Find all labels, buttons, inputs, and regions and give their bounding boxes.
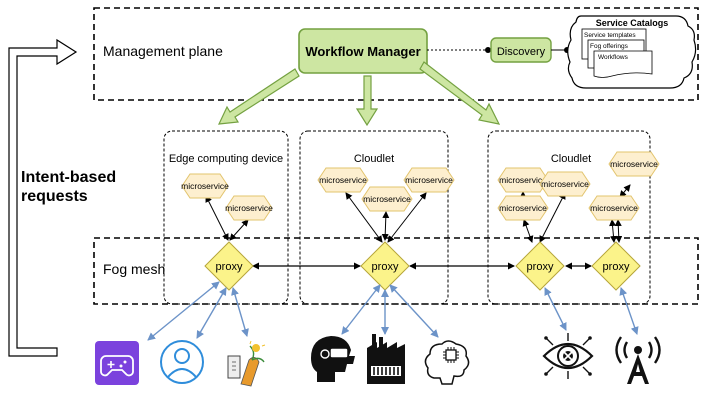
catalog-doc-workflows: [593, 50, 653, 78]
proxy-label: proxy: [603, 261, 630, 273]
smart-farming-icon: [227, 340, 266, 387]
surveillance-eye-icon: [542, 333, 594, 379]
group-cloudlet-1: [299, 130, 449, 305]
radio-tower-icon: [615, 336, 661, 384]
link-ms-proxy: [614, 219, 623, 243]
link-proxy-device: [389, 284, 439, 338]
catalog-doc-templates-label: Service templates: [584, 32, 636, 39]
discovery-connector-dot: [485, 47, 491, 53]
link-ms-proxy: [387, 192, 427, 243]
microservice-label: microservice: [363, 194, 411, 204]
microservice-label: microservice: [499, 203, 547, 213]
microservice-label: microservice: [541, 179, 589, 189]
microservice-node[interactable]: microservice: [403, 167, 455, 193]
microservice-node[interactable]: microservice: [181, 173, 229, 199]
deploy-arrow-cloudlet-2: [419, 61, 501, 125]
vr-headset-person-icon: [311, 336, 355, 382]
microservice-label: microservice: [499, 175, 547, 185]
intent-feedback-arrow: [8, 38, 78, 357]
catalog-doc-workflows-label: Workflows: [598, 54, 629, 61]
link-ms-proxy: [522, 219, 534, 243]
link-proxy-device: [196, 287, 227, 339]
microservice-node[interactable]: microservice: [608, 151, 660, 177]
intent-requests-label-1: Intent-based: [21, 169, 116, 186]
link-ms-proxy: [381, 211, 390, 241]
management-plane-label: Management plane: [103, 43, 223, 59]
deploy-arrow-edge: [218, 68, 300, 125]
link-proxy-device: [341, 284, 381, 335]
link-ms-proxy: [205, 195, 229, 241]
user-avatar-icon: [160, 340, 204, 384]
microservice-label: microservice: [225, 203, 273, 213]
proxy-node[interactable]: proxy: [360, 241, 410, 291]
microservice-node[interactable]: microservice: [225, 195, 273, 221]
microservice-label: microservice: [405, 175, 453, 185]
service-catalog-title: Service Catalogs: [596, 18, 669, 28]
group-edge-device-title: Edge computing device: [169, 153, 283, 165]
workflow-manager-label: Workflow Manager: [305, 44, 420, 59]
proxy-label: proxy: [216, 261, 243, 273]
proxy-node[interactable]: proxy: [591, 241, 641, 291]
link-ms-proxy: [345, 192, 383, 243]
group-cloudlet-2: [487, 130, 651, 305]
link-proxy-device: [231, 287, 249, 337]
link-ms-proxy: [609, 219, 617, 243]
microservice-label: microservice: [181, 181, 229, 191]
link-ms-proxy: [229, 219, 249, 241]
link-proxy-device: [544, 287, 567, 331]
factory-icon: [367, 334, 405, 384]
proxy-node[interactable]: proxy: [204, 241, 254, 291]
catalog-doc-offerings-label: Fog offerings: [590, 43, 629, 50]
link-proxy-device: [619, 287, 639, 335]
workflow-manager-node[interactable]: [298, 28, 428, 74]
deploy-arrow-cloudlet-1: [355, 75, 379, 127]
group-cloudlet-1-title: Cloudlet: [354, 153, 394, 165]
ai-brain-chip-icon: [424, 340, 470, 385]
proxy-label: proxy: [372, 261, 399, 273]
fog-mesh-label: Fog mesh: [103, 261, 165, 277]
management-plane-box: [93, 7, 699, 101]
link-proxy-device: [147, 281, 220, 341]
discovery-label: Discovery: [497, 46, 546, 58]
intent-requests-label-2: requests: [21, 188, 88, 205]
proxy-node[interactable]: proxy: [515, 241, 565, 291]
group-cloudlet-2-title: Cloudlet: [551, 153, 591, 165]
microservice-node[interactable]: microservice: [317, 167, 369, 193]
link-ms-ms: [619, 184, 631, 198]
microservice-node[interactable]: microservice: [497, 195, 549, 221]
microservice-label: microservice: [319, 175, 367, 185]
microservice-node[interactable]: microservice: [539, 171, 591, 197]
microservice-label: microservice: [610, 159, 658, 169]
microservice-node[interactable]: microservice: [361, 186, 413, 212]
proxy-label: proxy: [527, 261, 554, 273]
microservice-node[interactable]: microservice: [588, 195, 640, 221]
link-ms-proxy: [539, 192, 566, 243]
gamepad-app-icon: [95, 341, 139, 385]
microservice-label: microservice: [590, 203, 638, 213]
